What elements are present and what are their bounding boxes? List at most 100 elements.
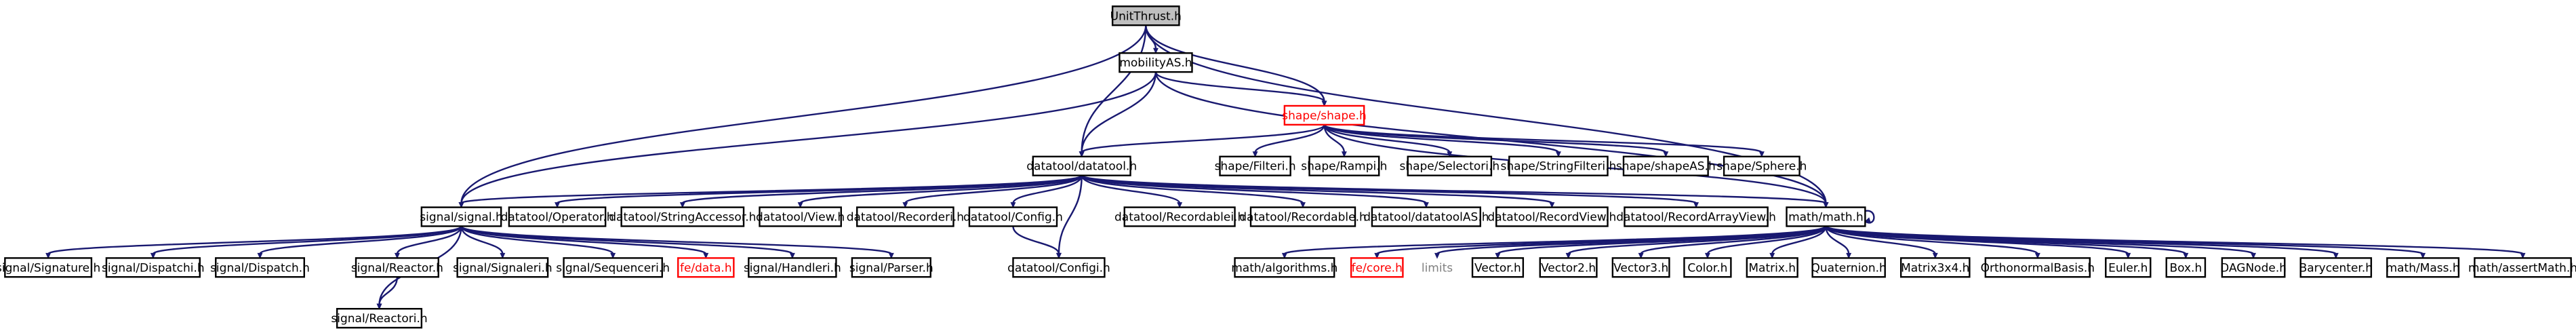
- node-math-algorithms-h-box: [1234, 257, 1335, 278]
- node-signal-reactor-h[interactable]: signal/Reactor.h: [351, 257, 443, 278]
- node-signal-parser-h[interactable]: signal/Parser.h: [849, 257, 933, 278]
- node-box-h[interactable]: Box.h: [2165, 257, 2207, 278]
- node-datatool-recordarrayview-h-box: [1624, 206, 1769, 227]
- node-color-h[interactable]: Color.h: [1683, 257, 1732, 278]
- node-math-assertmath-h[interactable]: math/assertMath.h: [2468, 257, 2576, 278]
- node-shape-stringfilteri-h[interactable]: shape/StringFilteri.h: [1501, 155, 1617, 176]
- node-signal-signaleri-h[interactable]: signal/Signaleri.h: [453, 257, 552, 278]
- node-datatool-operator-h[interactable]: datatool/Operator.h: [501, 206, 614, 227]
- node-shape-sphere-h-box: [1723, 155, 1800, 176]
- edge-math-math-h-to-euler-h-arrowhead: [2125, 252, 2131, 259]
- node-datatool-view-h-label: datatool/View.h: [756, 211, 845, 225]
- node-math-math-h[interactable]: math/math.h: [1786, 206, 1866, 227]
- node-math-algorithms-h[interactable]: math/algorithms.h: [1231, 257, 1337, 278]
- node-datatool-stringaccessor-h-label: datatool/StringAccessor.h: [609, 211, 756, 225]
- node-datatool-view-h[interactable]: datatool/View.h: [756, 206, 845, 227]
- node-quaternion-h[interactable]: Quaternion.h: [1811, 257, 1887, 278]
- node-signal-handleri-h-label: signal/Handleri.h: [744, 261, 841, 275]
- node-orthonormalbasis-h[interactable]: OrthonormalBasis.h: [1981, 257, 2095, 278]
- node-matrix-h[interactable]: Matrix.h: [1746, 257, 1798, 278]
- node-dagnode-h[interactable]: DAGNode.h: [2220, 257, 2287, 278]
- node-matrix3x4-h[interactable]: Matrix3x4.h: [1899, 257, 1971, 278]
- edge-math-math-h-to-vector-h-arrowhead: [1495, 252, 1501, 259]
- node-shape-filteri-h[interactable]: shape/Filteri.h: [1215, 155, 1296, 176]
- node-layer: UnitThrust.h mobilityAS.h shape/shape.h dat…: [0, 5, 2576, 329]
- node-signal-sequenceri-h-box: [563, 257, 663, 278]
- node-datatool-datatoolas-h-box: [1371, 206, 1481, 227]
- node-quaternion-h-label: Quaternion.h: [1811, 261, 1887, 275]
- node-datatool-datatoolas-h[interactable]: datatool/datatoolAS.h: [1363, 206, 1489, 227]
- node-dagnode-h-label: DAGNode.h: [2220, 261, 2287, 275]
- edge-math-math-h-to-barycenter-h: [1825, 225, 2339, 259]
- node-euler-h[interactable]: Euler.h: [2105, 257, 2152, 278]
- node-datatool-recordarrayview-h[interactable]: datatool/RecordArrayView.h: [1616, 206, 1776, 227]
- node-signal-dispatch-h[interactable]: signal/Dispatch.h: [210, 257, 310, 278]
- node-vector-h[interactable]: Vector.h: [1471, 257, 1525, 278]
- edge-math-math-h-to-vector2-h: [1565, 225, 1827, 259]
- node-barycenter-h[interactable]: Barycenter.h: [2299, 257, 2373, 278]
- node-fe-data-h-label: fe/data.h: [680, 261, 732, 275]
- edge-mobilityas-h-to-signal-signal-h-line: [460, 72, 1157, 204]
- node-color-h-label: Color.h: [1687, 261, 1727, 275]
- edge-shape-shape-h-to-shape-filteri-h: [1252, 124, 1325, 157]
- node-shape-shapeas-h[interactable]: shape/shapeAS.h: [1616, 155, 1716, 176]
- node-datatool-recordview-h[interactable]: datatool/RecordView.h: [1487, 206, 1616, 227]
- node-signal-signature-h[interactable]: signal/Signature.h: [0, 257, 100, 278]
- node-fe-core-h[interactable]: fe/core.h: [1350, 257, 1404, 278]
- node-signal-sequenceri-h[interactable]: signal/Sequenceri.h: [556, 257, 670, 278]
- node-mobilityas-h[interactable]: mobilityAS.h: [1119, 52, 1193, 73]
- node-matrix3x4-h-box: [1899, 257, 1971, 278]
- node-shape-shape-h[interactable]: shape/shape.h: [1282, 104, 1367, 126]
- node-datatool-recordablei-h[interactable]: datatool/Recordablei.h: [1114, 206, 1245, 227]
- node-math-mass-h[interactable]: math/Mass.h: [2386, 257, 2460, 278]
- edge-signal-signal-h-to-fe-data-h-line: [460, 225, 707, 255]
- edge-datatool-datatool-h-to-datatool-recordable-h-arrowhead: [1300, 202, 1306, 208]
- node-datatool-configi-h[interactable]: datatool/Configi.h: [1007, 257, 1110, 278]
- node-signal-signal-h[interactable]: signal/signal.h: [420, 206, 503, 227]
- node-datatool-recorderi-h-label: datatool/Recorderi.h: [847, 211, 964, 225]
- edge-signal-signal-h-to-signal-handleri-h-arrowhead: [789, 252, 795, 259]
- edge-datatool-datatool-h-to-datatool-view-h-line: [799, 174, 1083, 204]
- node-signal-handleri-h[interactable]: signal/Handleri.h: [744, 257, 841, 278]
- node-vector3-h-label: Vector3.h: [1613, 261, 1668, 275]
- node-fe-data-h[interactable]: fe/data.h: [677, 257, 735, 278]
- edge-signal-signal-h-to-fe-data-h-arrowhead: [703, 252, 709, 259]
- node-mobilityas-h-label: mobilityAS.h: [1119, 56, 1192, 70]
- node-datatool-config-h[interactable]: datatool/Config.h: [963, 206, 1063, 227]
- node-shape-shapeas-h-box: [1622, 155, 1709, 176]
- node-box-h-box: [2165, 257, 2207, 278]
- node-datatool-recorderi-h[interactable]: datatool/Recorderi.h: [847, 206, 964, 227]
- edge-datatool-datatool-h-to-datatool-recordable-h-line: [1081, 175, 1304, 204]
- node-math-algorithms-h-label: math/algorithms.h: [1231, 261, 1337, 275]
- node-limits[interactable]: limits: [1417, 258, 1456, 277]
- edge-datatool-datatool-h-to-datatool-recorderi-h-arrowhead: [902, 202, 908, 208]
- node-shape-selectori-h[interactable]: shape/Selectori.h: [1399, 155, 1500, 176]
- edge-signal-signal-h-to-signal-dispatchi-h-arrowhead: [150, 252, 156, 259]
- node-unitthrust-h[interactable]: UnitThrust.h: [1110, 5, 1182, 26]
- node-euler-h-box: [2105, 257, 2152, 278]
- edge-datatool-datatool-h-to-datatool-recordarrayview-h: [1081, 174, 1699, 208]
- node-datatool-recordview-h-label: datatool/RecordView.h: [1487, 211, 1616, 225]
- node-shape-selectori-h-label: shape/Selectori.h: [1399, 160, 1500, 174]
- node-vector3-h[interactable]: Vector3.h: [1611, 257, 1670, 278]
- node-signal-dispatchi-h[interactable]: signal/Dispatchi.h: [102, 257, 205, 278]
- node-fe-data-h-box: [677, 257, 735, 278]
- edge-datatool-datatool-h-to-datatool-recordablei-h-arrowhead: [1177, 202, 1183, 208]
- node-vector2-h[interactable]: Vector2.h: [1539, 257, 1598, 278]
- edge-shape-shape-h-to-datatool-datatool-h-line: [1081, 123, 1325, 153]
- edge-signal-reactor-h-to-signal-reactori-h-line: [378, 277, 399, 305]
- node-math-math-h-box: [1786, 206, 1866, 227]
- node-shape-rampi-h[interactable]: shape/Rampi.h: [1301, 155, 1387, 176]
- node-datatool-stringaccessor-h[interactable]: datatool/StringAccessor.h: [609, 206, 756, 227]
- node-datatool-recordable-h[interactable]: datatool/Recordable.h: [1239, 206, 1367, 227]
- node-signal-parser-h-box: [851, 257, 931, 278]
- node-signal-dispatch-h-label: signal/Dispatch.h: [210, 261, 310, 275]
- edge-math-math-h-to-matrix-h-arrowhead: [1769, 252, 1775, 259]
- node-shape-sphere-h[interactable]: shape/Sphere.h: [1716, 155, 1807, 176]
- node-signal-reactori-h[interactable]: signal/Reactori.h: [331, 307, 428, 329]
- node-datatool-recordablei-h-box: [1123, 206, 1236, 227]
- node-vector2-h-label: Vector2.h: [1541, 261, 1596, 275]
- node-datatool-datatool-h[interactable]: datatool/datatool.h: [1026, 155, 1137, 176]
- node-math-assertmath-h-box: [2474, 257, 2572, 278]
- node-datatool-recordablei-h-label: datatool/Recordablei.h: [1114, 211, 1245, 225]
